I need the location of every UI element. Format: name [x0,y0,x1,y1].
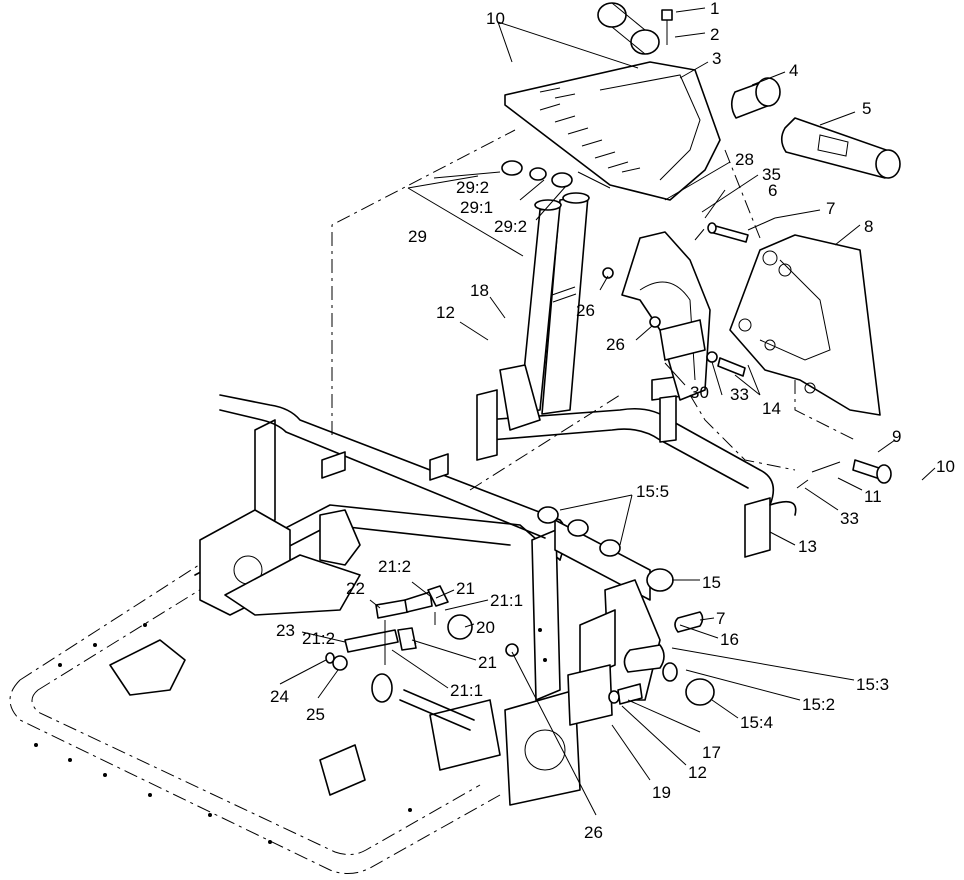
callout-15-5: 15:5 [636,482,669,501]
callout-30: 30 [690,383,709,402]
callout-29: 29 [408,227,427,246]
callout-21-2-bottom: 21:2 [302,629,335,648]
callout-35: 35 [762,165,781,184]
callout-5: 5 [862,99,871,118]
callout-17: 17 [702,743,721,762]
mount-bracket-8 [729,234,881,416]
callout-21-1-top: 21:1 [490,591,523,610]
callout-29-1: 29:1 [460,198,493,217]
callout-10-right: 10 [936,457,955,476]
callout-15-4: 15:4 [740,713,773,732]
console-shroud [504,61,721,201]
callout-14: 14 [762,399,781,418]
callout-11: 11 [864,487,882,506]
callout-22: 22 [346,579,365,598]
callout-3: 3 [712,49,721,68]
pins-upper [707,217,892,489]
callout-labels: 1 2 3 4 5 10 28 35 6 7 8 29:2 29:1 29:2 … [270,0,955,842]
callout-15-3: 15:3 [856,675,889,694]
leader-lines [279,7,936,816]
callout-15-2: 15:2 [802,695,835,714]
callout-29-2-top: 29:2 [456,178,489,197]
callout-33-right: 33 [840,509,859,528]
callout-25: 25 [306,705,325,724]
callout-21-1-bottom: 21:1 [450,681,483,700]
callout-18: 18 [470,281,489,300]
callout-1: 1 [710,0,719,18]
pivot-bracket [602,231,718,401]
assembly-lines [331,129,856,491]
callout-33-left: 33 [730,385,749,404]
rear-pivot-assembly [505,497,797,726]
callout-7-top: 7 [826,199,835,218]
callout-20: 20 [476,618,495,637]
callout-29-2-bottom: 29:2 [494,217,527,236]
callout-9: 9 [892,427,901,446]
callout-24: 24 [270,687,289,706]
callout-13: 13 [798,537,817,556]
callout-23: 23 [276,621,295,640]
callout-4: 4 [789,61,798,80]
bushings-29 [501,160,573,188]
callout-12-top: 12 [436,303,455,322]
callout-21-2-top: 21:2 [378,557,411,576]
callout-10-top: 10 [486,9,505,28]
callout-21-top: 21 [456,579,475,598]
callout-26-mid: 26 [606,335,625,354]
grip-parts [597,2,901,179]
lever-tube-assembly [321,192,775,506]
callout-6: 6 [768,181,777,200]
callout-26-bottom: 26 [584,823,603,842]
callout-26-upper: 26 [576,301,595,320]
callout-19: 19 [652,783,671,802]
callout-15: 15 [702,573,721,592]
callout-8: 8 [864,217,873,236]
callout-28: 28 [735,150,754,169]
hydraulic-fittings [325,585,473,671]
callout-12-bottom: 12 [688,763,707,782]
callout-16: 16 [720,630,739,649]
callout-21-bottom: 21 [478,653,497,672]
callout-7-bottom: 7 [716,609,725,628]
callout-2: 2 [710,25,719,44]
